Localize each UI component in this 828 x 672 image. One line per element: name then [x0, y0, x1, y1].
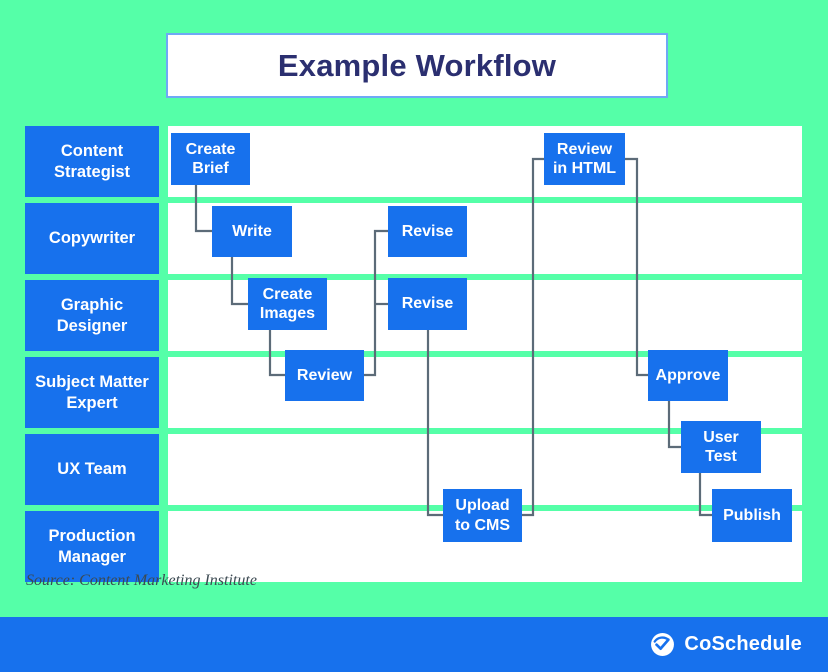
lane-label[interactable]: Subject Matter Expert: [25, 357, 159, 428]
task-box[interactable]: Create Images: [248, 278, 327, 330]
footer-bar: CoSchedule: [0, 617, 828, 672]
task-box[interactable]: Upload to CMS: [443, 489, 522, 542]
task-box[interactable]: Create Brief: [171, 133, 250, 185]
lane-track: [168, 126, 802, 197]
swimlane-row: Copywriter: [25, 203, 802, 274]
source-note: Source: Content Marketing Institute: [26, 572, 257, 589]
swimlane-row: Production Manager: [25, 511, 802, 582]
page-title: Example Workflow: [277, 47, 557, 83]
lane-label[interactable]: Content Strategist: [25, 126, 159, 197]
swimlane-row: Content Strategist: [25, 126, 802, 197]
lane-label[interactable]: Graphic Designer: [25, 280, 159, 351]
lane-label[interactable]: Production Manager: [25, 511, 159, 582]
task-box[interactable]: Revise: [388, 206, 467, 257]
check-circle-icon: [651, 633, 675, 656]
task-box[interactable]: Review in HTML: [544, 133, 625, 185]
task-box[interactable]: Review: [285, 350, 364, 401]
task-box[interactable]: Revise: [388, 278, 467, 330]
task-box[interactable]: Approve: [648, 350, 728, 401]
task-box[interactable]: User Test: [681, 421, 761, 473]
title-banner: Example Workflow: [166, 33, 668, 98]
brand-logo: CoSchedule: [650, 632, 802, 657]
brand-name: CoSchedule: [684, 633, 802, 655]
task-box[interactable]: Write: [212, 206, 292, 257]
task-box[interactable]: Publish: [712, 489, 792, 542]
lane-label[interactable]: UX Team: [25, 434, 159, 505]
lane-label[interactable]: Copywriter: [25, 203, 159, 274]
